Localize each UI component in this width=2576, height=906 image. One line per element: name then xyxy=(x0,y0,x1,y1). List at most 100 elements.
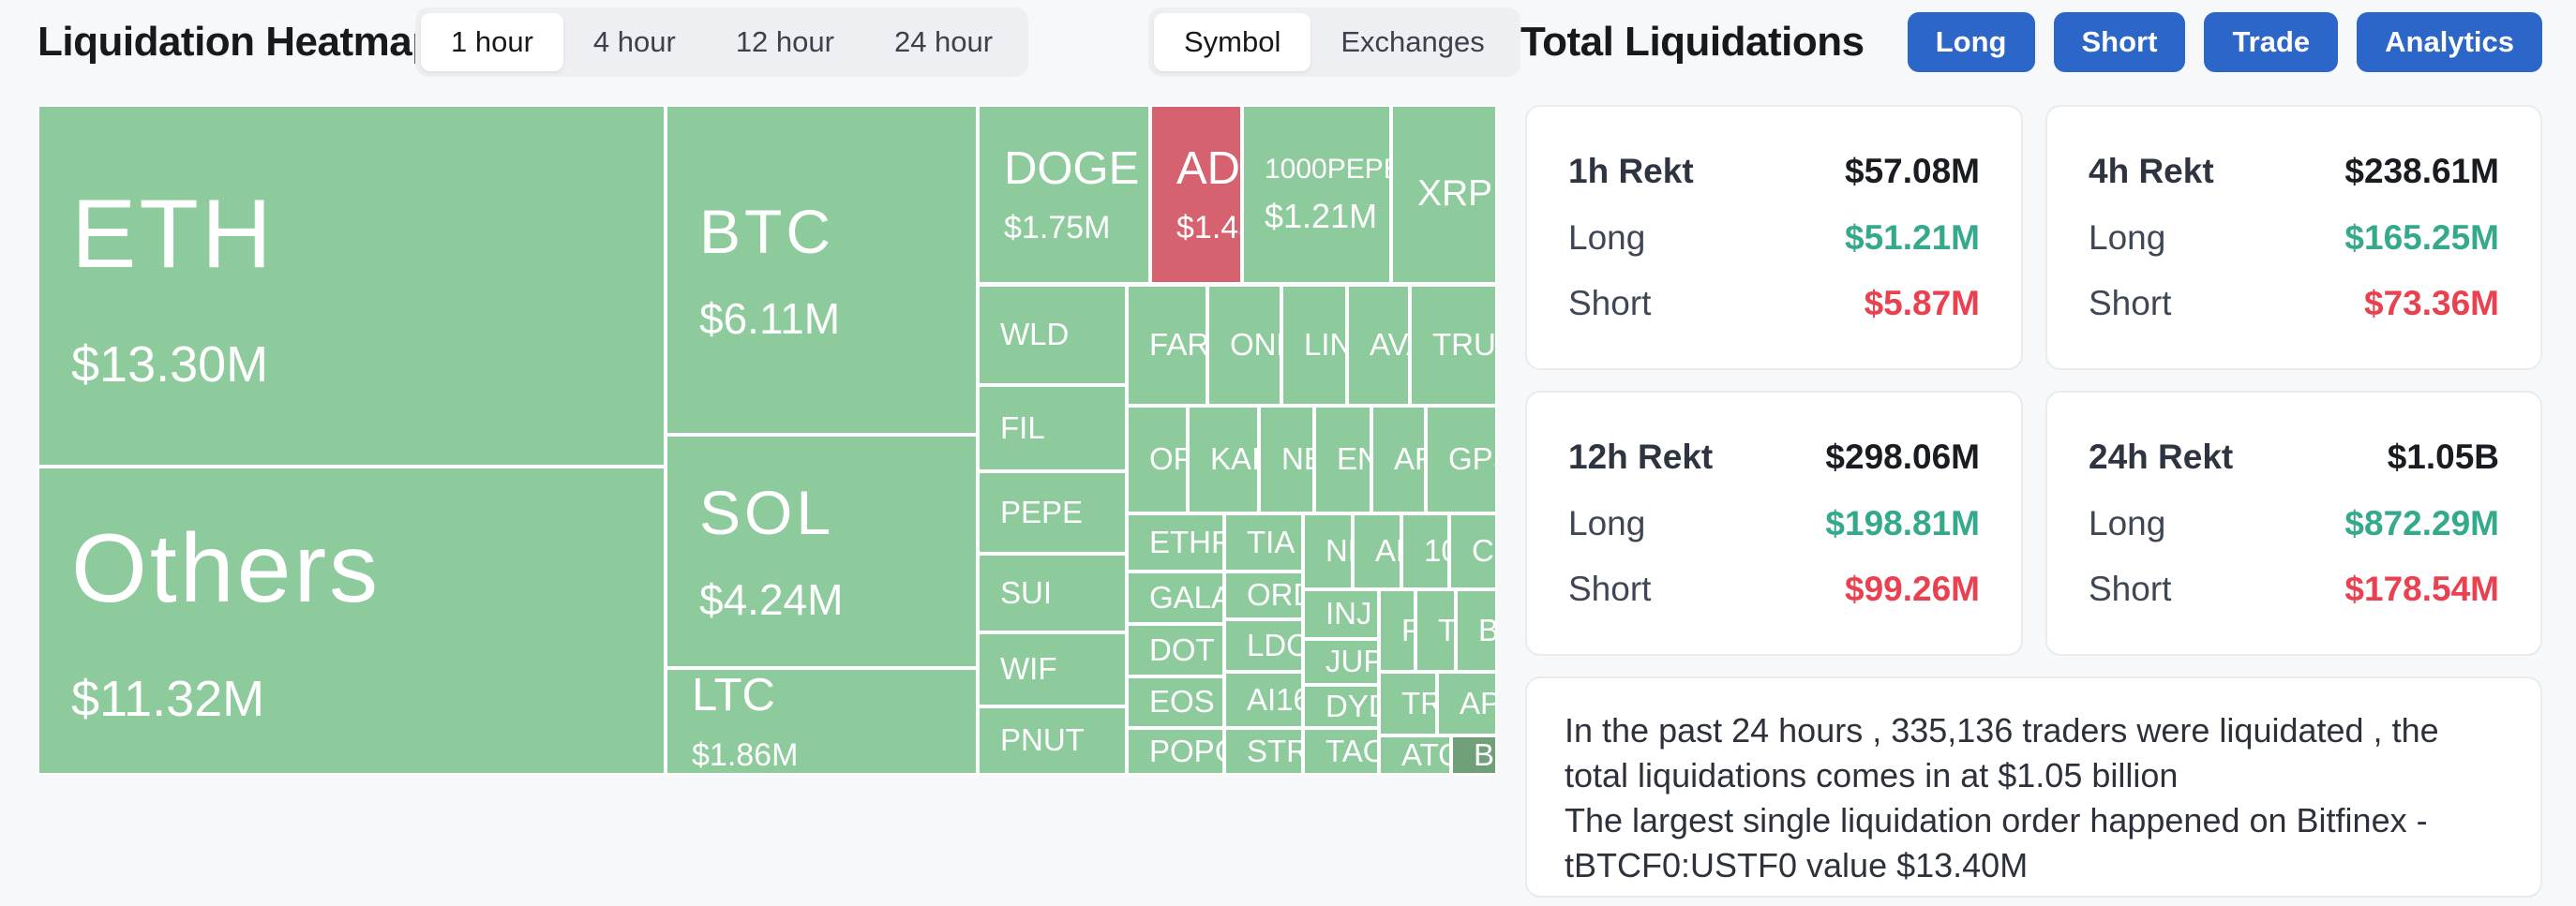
treemap-cell-label: OP xyxy=(1149,441,1186,477)
treemap-cell-ondo[interactable]: ONDO xyxy=(1207,285,1281,406)
treemap-cell-doge[interactable]: DOGE $1.75M xyxy=(978,105,1150,284)
action-button-short[interactable]: Short xyxy=(2053,12,2186,72)
card-row: Short$178.54M xyxy=(2089,570,2499,609)
treemap-cell-label: WIF xyxy=(1000,651,1057,687)
treemap-cell-sol[interactable]: SOL$4.24M xyxy=(666,435,978,668)
treemap-cell-ena[interactable]: ENA xyxy=(1314,406,1371,513)
treemap-cell-label: STRK xyxy=(1247,733,1301,768)
treemap-cell-label: TRB xyxy=(1401,685,1435,720)
treemap-cell-100[interactable]: 100 xyxy=(1401,513,1449,589)
treemap-cell-bo[interactable]: BO xyxy=(1456,589,1497,672)
treemap-cell-1000pepe[interactable]: 1000PEPE $1.21M xyxy=(1242,105,1391,284)
treemap-cell-ldo[interactable]: LDO xyxy=(1224,619,1303,672)
treemap-cell-ltc[interactable]: LTC$1.86M xyxy=(666,668,978,775)
time-tab-24-hour[interactable]: 24 hour xyxy=(893,25,994,58)
card-title: 12h Rekt xyxy=(1568,438,1714,477)
treemap-cell-label: CR xyxy=(1472,533,1495,569)
treemap-cell-dot[interactable]: DOT xyxy=(1127,624,1224,676)
treemap-cell-tru[interactable]: TRU xyxy=(1410,285,1497,406)
treemap-cell-arb[interactable]: ARB xyxy=(1371,406,1426,513)
treemap-cell-label: POPCAT xyxy=(1149,733,1222,768)
view-tab-symbol[interactable]: Symbol xyxy=(1154,13,1311,71)
treemap-cell-ai16z[interactable]: AI16Z xyxy=(1224,672,1303,728)
card-short-value: $99.26M xyxy=(1845,569,1980,608)
treemap-cell-label: LDO xyxy=(1247,627,1301,662)
treemap-cell-pi[interactable]: PI xyxy=(1379,589,1415,672)
treemap-cell-ato[interactable]: ATO xyxy=(1379,735,1451,775)
treemap-cell-tia[interactable]: TIA xyxy=(1224,513,1303,572)
treemap-cell-gala[interactable]: GALA xyxy=(1127,572,1224,624)
card-title: 1h Rekt xyxy=(1568,152,1694,191)
treemap-cell-label: 1000PEPE xyxy=(1265,153,1391,185)
action-button-long[interactable]: Long xyxy=(1907,12,2035,72)
treemap-cell-bnb[interactable]: BNB xyxy=(1451,735,1497,775)
treemap-cell-inj[interactable]: INJ xyxy=(1303,589,1379,639)
treemap-cell-fartc[interactable]: FARTC xyxy=(1127,285,1207,406)
action-button-trade[interactable]: Trade xyxy=(2204,12,2339,72)
treemap-cell-label: DYDX xyxy=(1325,688,1377,723)
card-short-value: $73.36M xyxy=(2364,283,2499,322)
treemap-cell-ne[interactable]: NE xyxy=(1303,513,1353,589)
treemap-cell-ordi[interactable]: ORDI xyxy=(1224,572,1303,619)
treemap-cell-value: $1.21M xyxy=(1265,196,1378,235)
treemap-cell-wld[interactable]: WLD xyxy=(978,285,1127,385)
card-long-label: Long xyxy=(2089,217,2166,257)
treemap-cell-ap[interactable]: AP xyxy=(1353,513,1401,589)
treemap-cell-dydx[interactable]: DYDX xyxy=(1303,685,1379,728)
treemap-cell-label: Others xyxy=(71,514,382,624)
card-total: $57.08M xyxy=(1845,152,1980,191)
treemap-cell-tao[interactable]: TAO xyxy=(1303,728,1379,775)
action-button-analytics[interactable]: Analytics xyxy=(2357,12,2542,72)
treemap-cell-btc[interactable]: BTC$6.11M xyxy=(666,105,978,435)
card-long-value: $51.21M xyxy=(1845,217,1980,257)
treemap-cell-ape[interactable]: APE xyxy=(1437,672,1497,735)
treemap-cell-gps[interactable]: GPS xyxy=(1426,406,1497,513)
treemap-cell-avax[interactable]: AVAX xyxy=(1347,285,1410,406)
time-tab-12-hour[interactable]: 12 hour xyxy=(735,25,834,58)
treemap-cell-pepe[interactable]: PEPE xyxy=(978,471,1127,554)
card-row: Short$5.87M xyxy=(1568,284,1980,323)
treemap-cell-label: FIL xyxy=(1000,409,1045,445)
treemap-cell-strk[interactable]: STRK xyxy=(1224,728,1303,775)
treemap-cell-popcat[interactable]: POPCAT xyxy=(1127,728,1224,775)
treemap-cell-xrp[interactable]: XRP xyxy=(1391,105,1497,284)
treemap-cell-ada[interactable]: ADA$1.43M xyxy=(1150,105,1242,284)
time-tab-1-hour[interactable]: 1 hour xyxy=(421,13,563,71)
treemap-cell-trb[interactable]: TRB xyxy=(1379,672,1437,735)
treemap-cell-value: $11.32M xyxy=(71,671,265,727)
card-row: Long$165.25M xyxy=(2089,218,2499,258)
treemap-cell-sui[interactable]: SUI xyxy=(978,554,1127,632)
treemap-cell-kait[interactable]: KAIT xyxy=(1188,406,1259,513)
treemap-cell-label: TAO xyxy=(1325,733,1377,768)
card-long-label: Long xyxy=(2089,503,2166,542)
treemap-cell-link[interactable]: LINK xyxy=(1281,285,1347,406)
treemap-cell-fil[interactable]: FIL xyxy=(978,385,1127,471)
treemap-cell-pnut[interactable]: PNUT xyxy=(978,706,1127,775)
treemap-cell-label: PEPE xyxy=(1000,494,1084,529)
treemap-cell-others[interactable]: Others $11.32M xyxy=(37,467,666,775)
treemap-cell-label: AVAX xyxy=(1370,327,1408,363)
treemap-cell-label: AP xyxy=(1375,533,1400,569)
time-tab-4-hour[interactable]: 4 hour xyxy=(592,25,676,58)
card-long-value: $198.81M xyxy=(1825,503,1980,542)
treemap-cell-label: NE xyxy=(1325,533,1351,569)
treemap-cell-jup[interactable]: JUP xyxy=(1303,639,1379,685)
treemap-cell-eos[interactable]: EOS xyxy=(1127,676,1224,728)
treemap-cell-eth[interactable]: ETH$13.30M xyxy=(37,105,666,467)
treemap-cell-value: $1.75M xyxy=(1004,210,1111,246)
treemap-cell-ethfi[interactable]: ETHFI xyxy=(1127,513,1224,572)
treemap-cell-tr[interactable]: TR xyxy=(1415,589,1456,672)
treemap-cell-op[interactable]: OP xyxy=(1127,406,1188,513)
treemap-cell-cr[interactable]: CR xyxy=(1449,513,1497,589)
card-total: $298.06M xyxy=(1825,438,1980,477)
view-tab-exchanges[interactable]: Exchanges xyxy=(1340,25,1485,58)
card-long-value: $872.29M xyxy=(2344,503,2499,542)
treemap-cell-label: LTC xyxy=(692,670,775,721)
treemap-cell-label: DOGE xyxy=(1004,142,1140,194)
treemap-cell-nea[interactable]: NEA xyxy=(1259,406,1314,513)
treemap-cell-wif[interactable]: WIF xyxy=(978,632,1127,706)
treemap-cell-label: AI16Z xyxy=(1247,681,1301,717)
